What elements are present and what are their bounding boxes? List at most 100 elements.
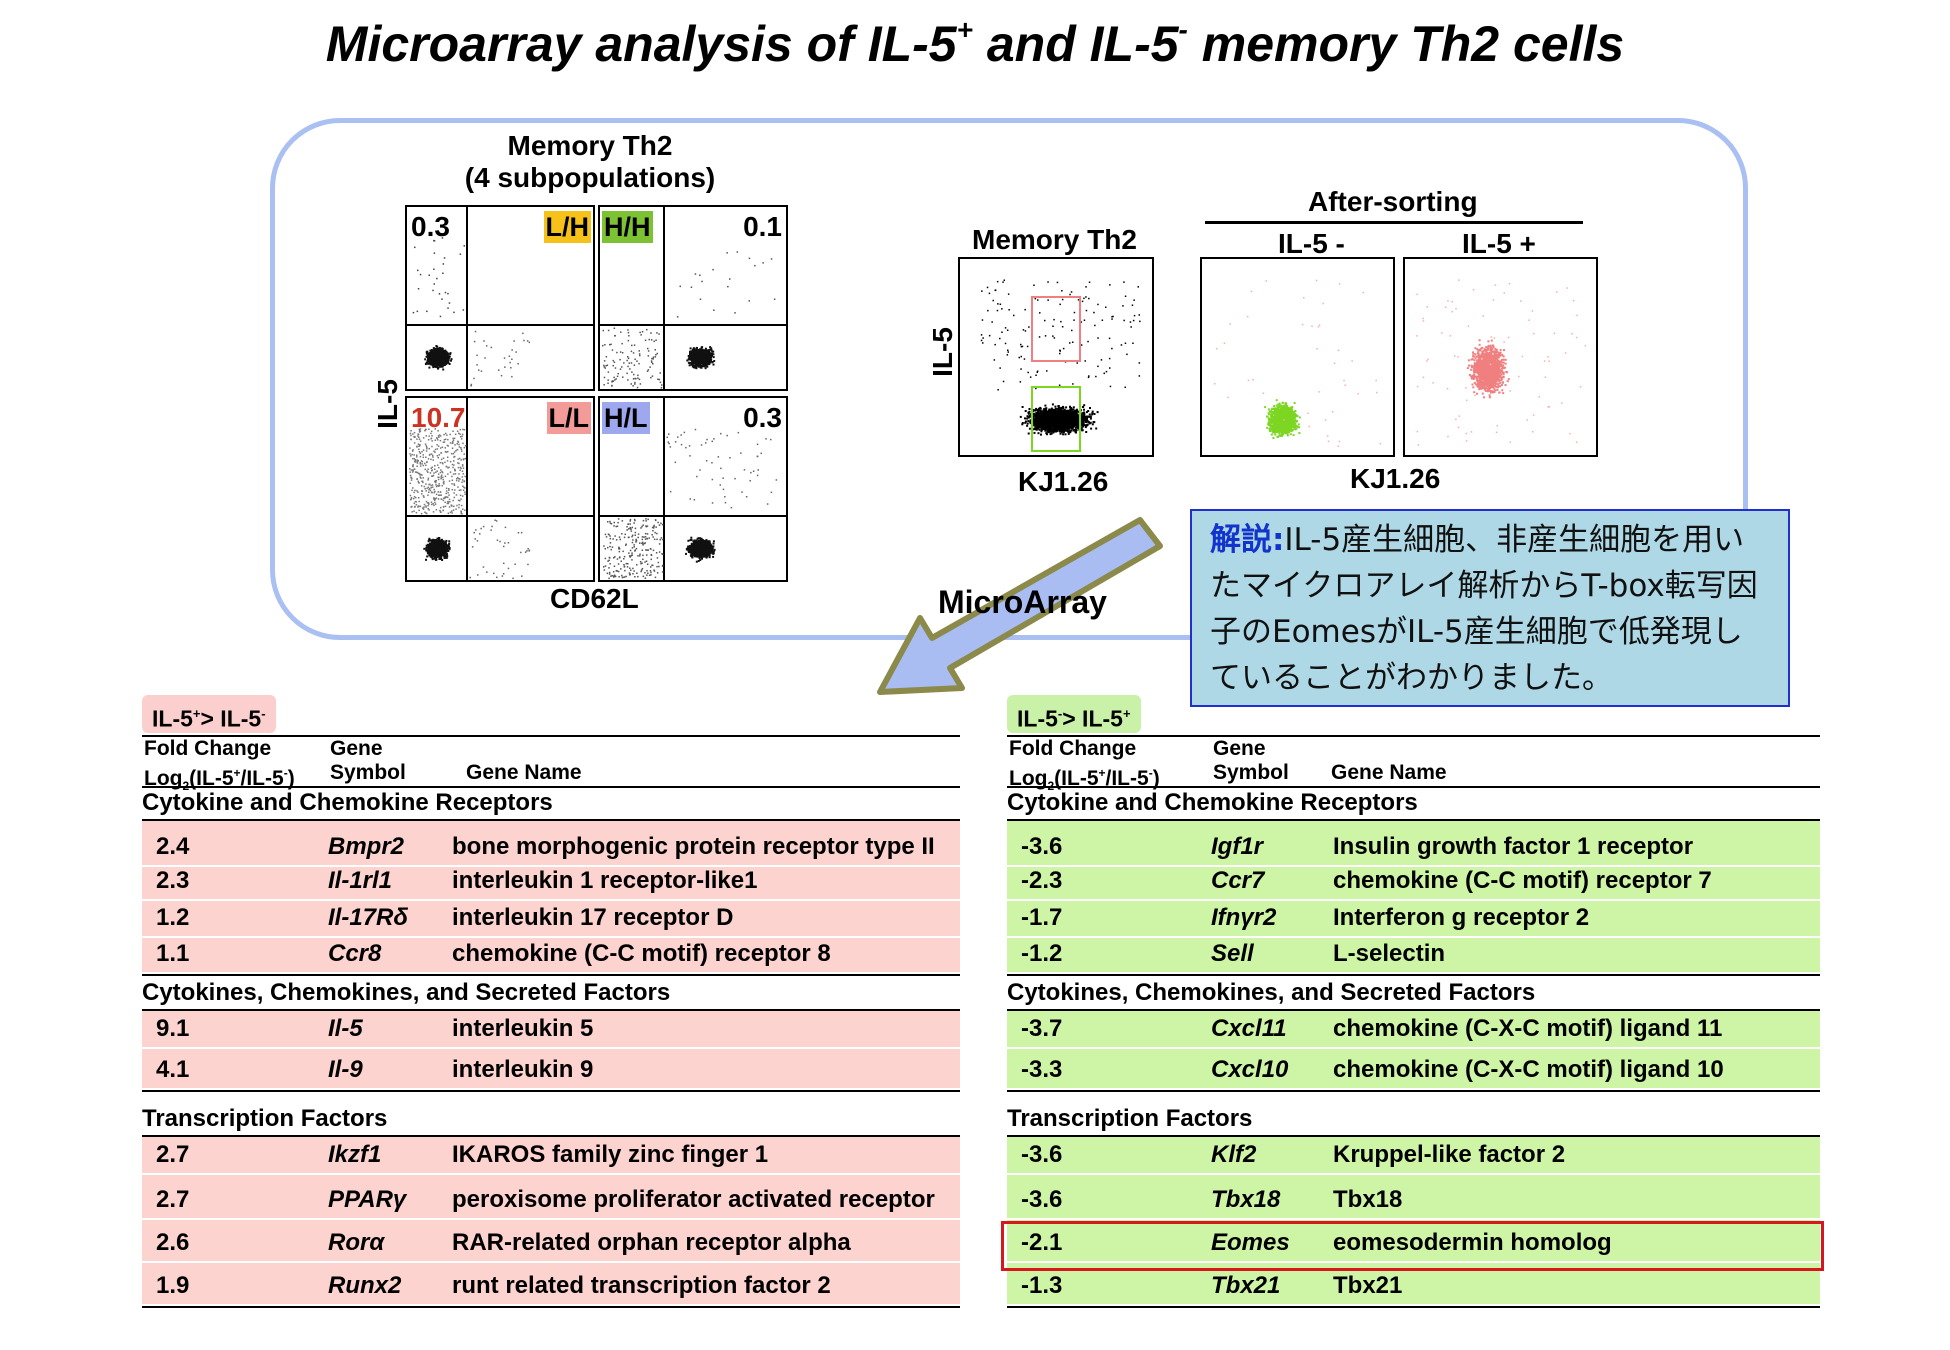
- header-text: Log2(IL-5+/IL-5-): [144, 761, 295, 798]
- gene-name: interleukin 1 receptor-like1: [452, 867, 758, 894]
- figure-frame: [270, 118, 1748, 640]
- facs-il5-pos-plot: [1403, 257, 1598, 457]
- table-rule: [142, 1306, 960, 1308]
- gene-name: interleukin 5: [452, 1015, 594, 1042]
- fold-change-value: 9.1: [156, 1015, 190, 1042]
- table-rule: [1007, 1306, 1820, 1308]
- facs-il5-neg-plot: [1200, 257, 1395, 457]
- table-rule: [142, 819, 960, 821]
- table-row: -1.3 Tbx21 Tbx21: [1007, 1268, 1820, 1306]
- facs-quadrant-hh: H/H 0.1: [598, 205, 788, 391]
- gene-name: chemokine (C-C motif) receptor 7: [1333, 867, 1712, 894]
- tag-text: > IL-5: [200, 705, 262, 732]
- header-fragment: /IL-5: [240, 767, 284, 790]
- facs-memory-xlabel: KJ1.26: [1018, 466, 1109, 497]
- table-row: -1.2 Sell L-selectin: [1007, 936, 1820, 974]
- fold-change-value: -3.3: [1021, 1056, 1063, 1083]
- header-fragment: -: [283, 766, 288, 780]
- gene-symbol: Klf2: [1211, 1141, 1257, 1168]
- gene-name: IKAROS family zinc finger 1: [452, 1141, 769, 1168]
- fold-change-value: -3.6: [1021, 833, 1063, 860]
- gene-name: interleukin 17 receptor D: [452, 904, 734, 931]
- gene-symbol: Tbx21: [1211, 1272, 1281, 1299]
- header-fragment: +: [233, 766, 241, 780]
- facs-quadrant-hl: H/L 0.3: [598, 396, 788, 582]
- gene-name: interleukin 9: [452, 1056, 594, 1083]
- eomes-highlight-box: [1001, 1221, 1824, 1271]
- scatter-plot: [600, 207, 786, 389]
- facs-quadrant-lh: 0.3 L/H: [405, 205, 595, 391]
- table-rule: [1007, 1090, 1820, 1092]
- header-text: Fold Change: [144, 737, 272, 760]
- facs-memory-ylabel: IL-5: [927, 327, 958, 377]
- gene-name: chemokine (C-C motif) receptor 8: [452, 940, 831, 967]
- section-band: [1007, 1011, 1820, 1090]
- section-band: [142, 1011, 960, 1090]
- gene-name: Tbx18: [1333, 1186, 1403, 1213]
- note-text: IL-5産生細胞、非産生細胞を用いたマイクロアレイ解析からT-box転写因子のE…: [1210, 522, 1758, 696]
- gene-name: eomesodermin homolog: [1333, 1229, 1612, 1256]
- comparison-tag: IL-5+> IL-5-: [142, 695, 276, 733]
- fold-change-value: -2.1: [1021, 1229, 1063, 1256]
- scatter-plot: [407, 207, 593, 389]
- gene-symbol: Rorα: [328, 1229, 385, 1256]
- fold-change-value: 1.9: [156, 1272, 190, 1299]
- after-sorting-xlabel: KJ1.26: [1350, 463, 1441, 494]
- gene-name: bone morphogenic protein receptor type I…: [452, 833, 935, 860]
- gene-name: L-selectin: [1333, 940, 1446, 967]
- facs-memory-plot: [958, 257, 1154, 457]
- table-rule: [1007, 1009, 1820, 1011]
- section-band: [142, 1137, 960, 1306]
- scatter-plot: [600, 398, 786, 580]
- header-fragment: /IL-5: [1105, 767, 1149, 790]
- gene-symbol: Runx2: [328, 1272, 402, 1299]
- microarray-label: MicroArray: [938, 584, 1107, 620]
- gene-name: Tbx21: [1333, 1272, 1403, 1299]
- note-prefix: 解説:: [1210, 522, 1285, 558]
- gate-label-lh: L/H: [543, 211, 591, 243]
- gene-symbol: Ifnγr2: [1211, 904, 1277, 931]
- gene-name: Interferon g receptor 2: [1333, 904, 1590, 931]
- gene-symbol: Tbx18: [1211, 1186, 1281, 1213]
- tag-text: +: [192, 706, 201, 721]
- slide-title: Microarray analysis of IL-5+ and IL-5- m…: [325, 14, 1625, 72]
- header-text: Gene: [330, 737, 383, 760]
- gene-symbol: Igf1r: [1211, 833, 1264, 860]
- header-text: Gene: [1213, 737, 1266, 760]
- after-sorting-title: After-sorting: [1308, 186, 1478, 217]
- gene-name-header: Gene Name: [466, 761, 582, 784]
- gene-symbol: Il-9: [328, 1056, 363, 1083]
- explanation-note: 解説:IL-5産生細胞、非産生細胞を用いたマイクロアレイ解析からT-box転写因…: [1190, 509, 1790, 707]
- section-title: Cytokines, Chemokines, and Secreted Fact…: [1007, 979, 1536, 1006]
- gene-symbol: Sell: [1211, 940, 1254, 967]
- fold-change-value: 2.7: [156, 1186, 190, 1213]
- table-rule: [1007, 735, 1820, 737]
- table-row: 2.6 Rorα RAR-related orphan receptor alpha: [142, 1225, 960, 1263]
- gene-symbol: PPARγ: [328, 1186, 407, 1213]
- fold-change-value: -3.7: [1021, 1015, 1063, 1042]
- section-title: Cytokines, Chemokines, and Secreted Fact…: [142, 979, 671, 1006]
- table-rule: [1007, 974, 1820, 976]
- fold-change-value: -1.3: [1021, 1272, 1063, 1299]
- fold-change-value: 2.6: [156, 1229, 190, 1256]
- gene-name: RAR-related orphan receptor alpha: [452, 1229, 851, 1256]
- gene-name: chemokine (C-X-C motif) ligand 10: [1333, 1056, 1724, 1083]
- scatter-plot: [1416, 279, 1587, 446]
- fold-change-value: -1.2: [1021, 940, 1063, 967]
- gene-symbol: Il-17Rδ: [328, 904, 409, 931]
- gene-symbol: Ccr7: [1211, 867, 1265, 894]
